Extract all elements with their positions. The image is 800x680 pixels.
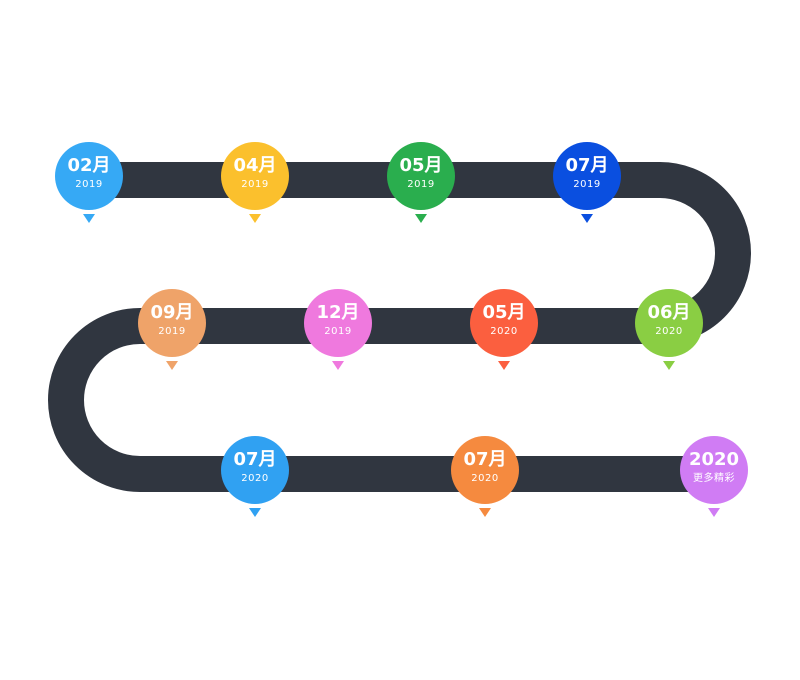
pin-marker-icon: [415, 214, 427, 223]
milestone-circle: 05月 2020: [470, 289, 538, 357]
milestone-8[interactable]: 06月 2020: [635, 289, 703, 371]
milestone-month: 06月: [647, 302, 691, 323]
milestone-year: 2020: [655, 326, 683, 337]
pin-marker-icon: [166, 361, 178, 370]
milestone-7[interactable]: 05月 2020: [470, 289, 538, 371]
milestone-circle: 09月 2019: [138, 289, 206, 357]
milestone-4[interactable]: 07月 2019: [553, 142, 621, 224]
milestone-year: 2019: [241, 179, 269, 190]
milestone-circle: 12月 2019: [304, 289, 372, 357]
milestone-circle: 06月 2020: [635, 289, 703, 357]
pin-marker-icon: [498, 361, 510, 370]
pin-marker-icon: [479, 508, 491, 517]
milestone-year: 2019: [324, 326, 352, 337]
milestone-year: 2020: [490, 326, 518, 337]
milestone-month: 05月: [482, 302, 526, 323]
milestone-circle: 04月 2019: [221, 142, 289, 210]
pin-marker-icon: [332, 361, 344, 370]
milestone-month: 04月: [233, 155, 277, 176]
pin-marker-icon: [249, 214, 261, 223]
pin-marker-icon: [249, 508, 261, 517]
pin-marker-icon: [581, 214, 593, 223]
milestone-11[interactable]: 2020 更多精彩: [680, 436, 748, 518]
milestone-9[interactable]: 07月 2020: [221, 436, 289, 518]
milestone-circle: 05月 2019: [387, 142, 455, 210]
milestone-month: 2020: [688, 449, 740, 470]
road-path: [48, 162, 751, 492]
pin-marker-icon: [83, 214, 95, 223]
milestone-5[interactable]: 09月 2019: [138, 289, 206, 371]
milestone-month: 05月: [399, 155, 443, 176]
milestone-month: 09月: [150, 302, 194, 323]
milestone-circle: 07月 2020: [221, 436, 289, 504]
milestone-3[interactable]: 05月 2019: [387, 142, 455, 224]
milestone-circle: 07月 2020: [451, 436, 519, 504]
milestone-year: 2019: [573, 179, 601, 190]
milestone-month: 07月: [233, 449, 277, 470]
milestone-month: 07月: [565, 155, 609, 176]
milestone-year: 2019: [158, 326, 186, 337]
milestone-year: 更多精彩: [693, 473, 735, 484]
milestone-2[interactable]: 04月 2019: [221, 142, 289, 224]
milestone-year: 2019: [407, 179, 435, 190]
milestone-6[interactable]: 12月 2019: [304, 289, 372, 371]
milestone-month: 02月: [67, 155, 111, 176]
milestone-year: 2020: [241, 473, 269, 484]
milestone-circle: 2020 更多精彩: [680, 436, 748, 504]
milestone-1[interactable]: 02月 2019: [55, 142, 123, 224]
pin-marker-icon: [663, 361, 675, 370]
milestone-month: 07月: [463, 449, 507, 470]
milestone-year: 2019: [75, 179, 103, 190]
milestone-circle: 07月 2019: [553, 142, 621, 210]
milestone-10[interactable]: 07月 2020: [451, 436, 519, 518]
pin-marker-icon: [708, 508, 720, 517]
milestone-month: 12月: [316, 302, 360, 323]
milestone-circle: 02月 2019: [55, 142, 123, 210]
milestone-year: 2020: [471, 473, 499, 484]
